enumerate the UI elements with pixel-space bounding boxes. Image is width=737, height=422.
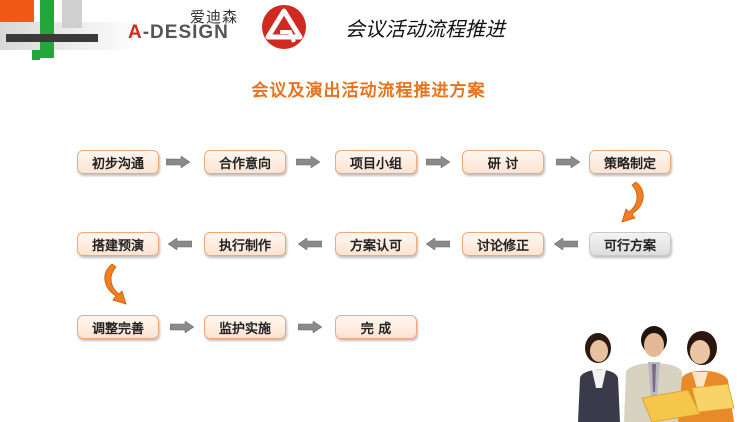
curved-arrow-down-icon xyxy=(104,263,127,305)
arrow-right-icon xyxy=(298,321,322,333)
page-title: 会议活动流程推进 xyxy=(345,17,505,41)
step-complete: 完 成 xyxy=(335,315,417,339)
arrow-right-icon xyxy=(296,156,320,168)
step-initial-communication: 初步沟通 xyxy=(77,150,159,174)
curved-arrow-down-icon xyxy=(621,181,644,223)
business-people-photo xyxy=(578,326,735,422)
header-decoration-green-small xyxy=(32,50,40,60)
step-supervise: 监护实施 xyxy=(204,315,286,339)
arrow-right-icon xyxy=(170,321,194,333)
logo-design-text: -DESIGN xyxy=(142,22,229,43)
arrow-left-icon xyxy=(426,238,450,250)
step-execution: 执行制作 xyxy=(204,232,286,256)
step-revise: 讨论修正 xyxy=(462,232,544,256)
step-project-team: 项目小组 xyxy=(335,150,417,174)
step-rehearsal: 搭建预演 xyxy=(77,232,159,256)
plan-subtitle: 会议及演出活动流程推进方案 xyxy=(251,81,486,101)
logo-chinese-name: 爱迪森 xyxy=(190,8,239,26)
step-plan-approved: 方案认可 xyxy=(335,232,417,256)
arrow-right-icon xyxy=(556,156,580,168)
arrow-right-icon xyxy=(166,156,190,168)
step-discussion: 研 讨 xyxy=(462,150,544,174)
arrow-right-icon xyxy=(426,156,450,168)
arrow-left-icon xyxy=(298,238,322,250)
step-adjust: 调整完善 xyxy=(77,315,159,339)
logo-english-name: A-DESIGN xyxy=(128,22,229,44)
arrow-left-icon xyxy=(168,238,192,250)
arrow-left-icon xyxy=(554,238,578,250)
header-decoration-orange xyxy=(0,0,34,22)
header-decoration-dark-bar xyxy=(6,34,98,42)
logo-letter-a: A xyxy=(128,22,143,43)
header-decoration-green xyxy=(40,0,54,58)
step-strategy: 策略制定 xyxy=(589,150,671,174)
step-feasible-plan: 可行方案 xyxy=(589,232,671,256)
header-decoration-grey-block xyxy=(62,0,82,28)
step-cooperation-intent: 合作意向 xyxy=(204,150,286,174)
logo-mark-icon xyxy=(262,5,306,49)
